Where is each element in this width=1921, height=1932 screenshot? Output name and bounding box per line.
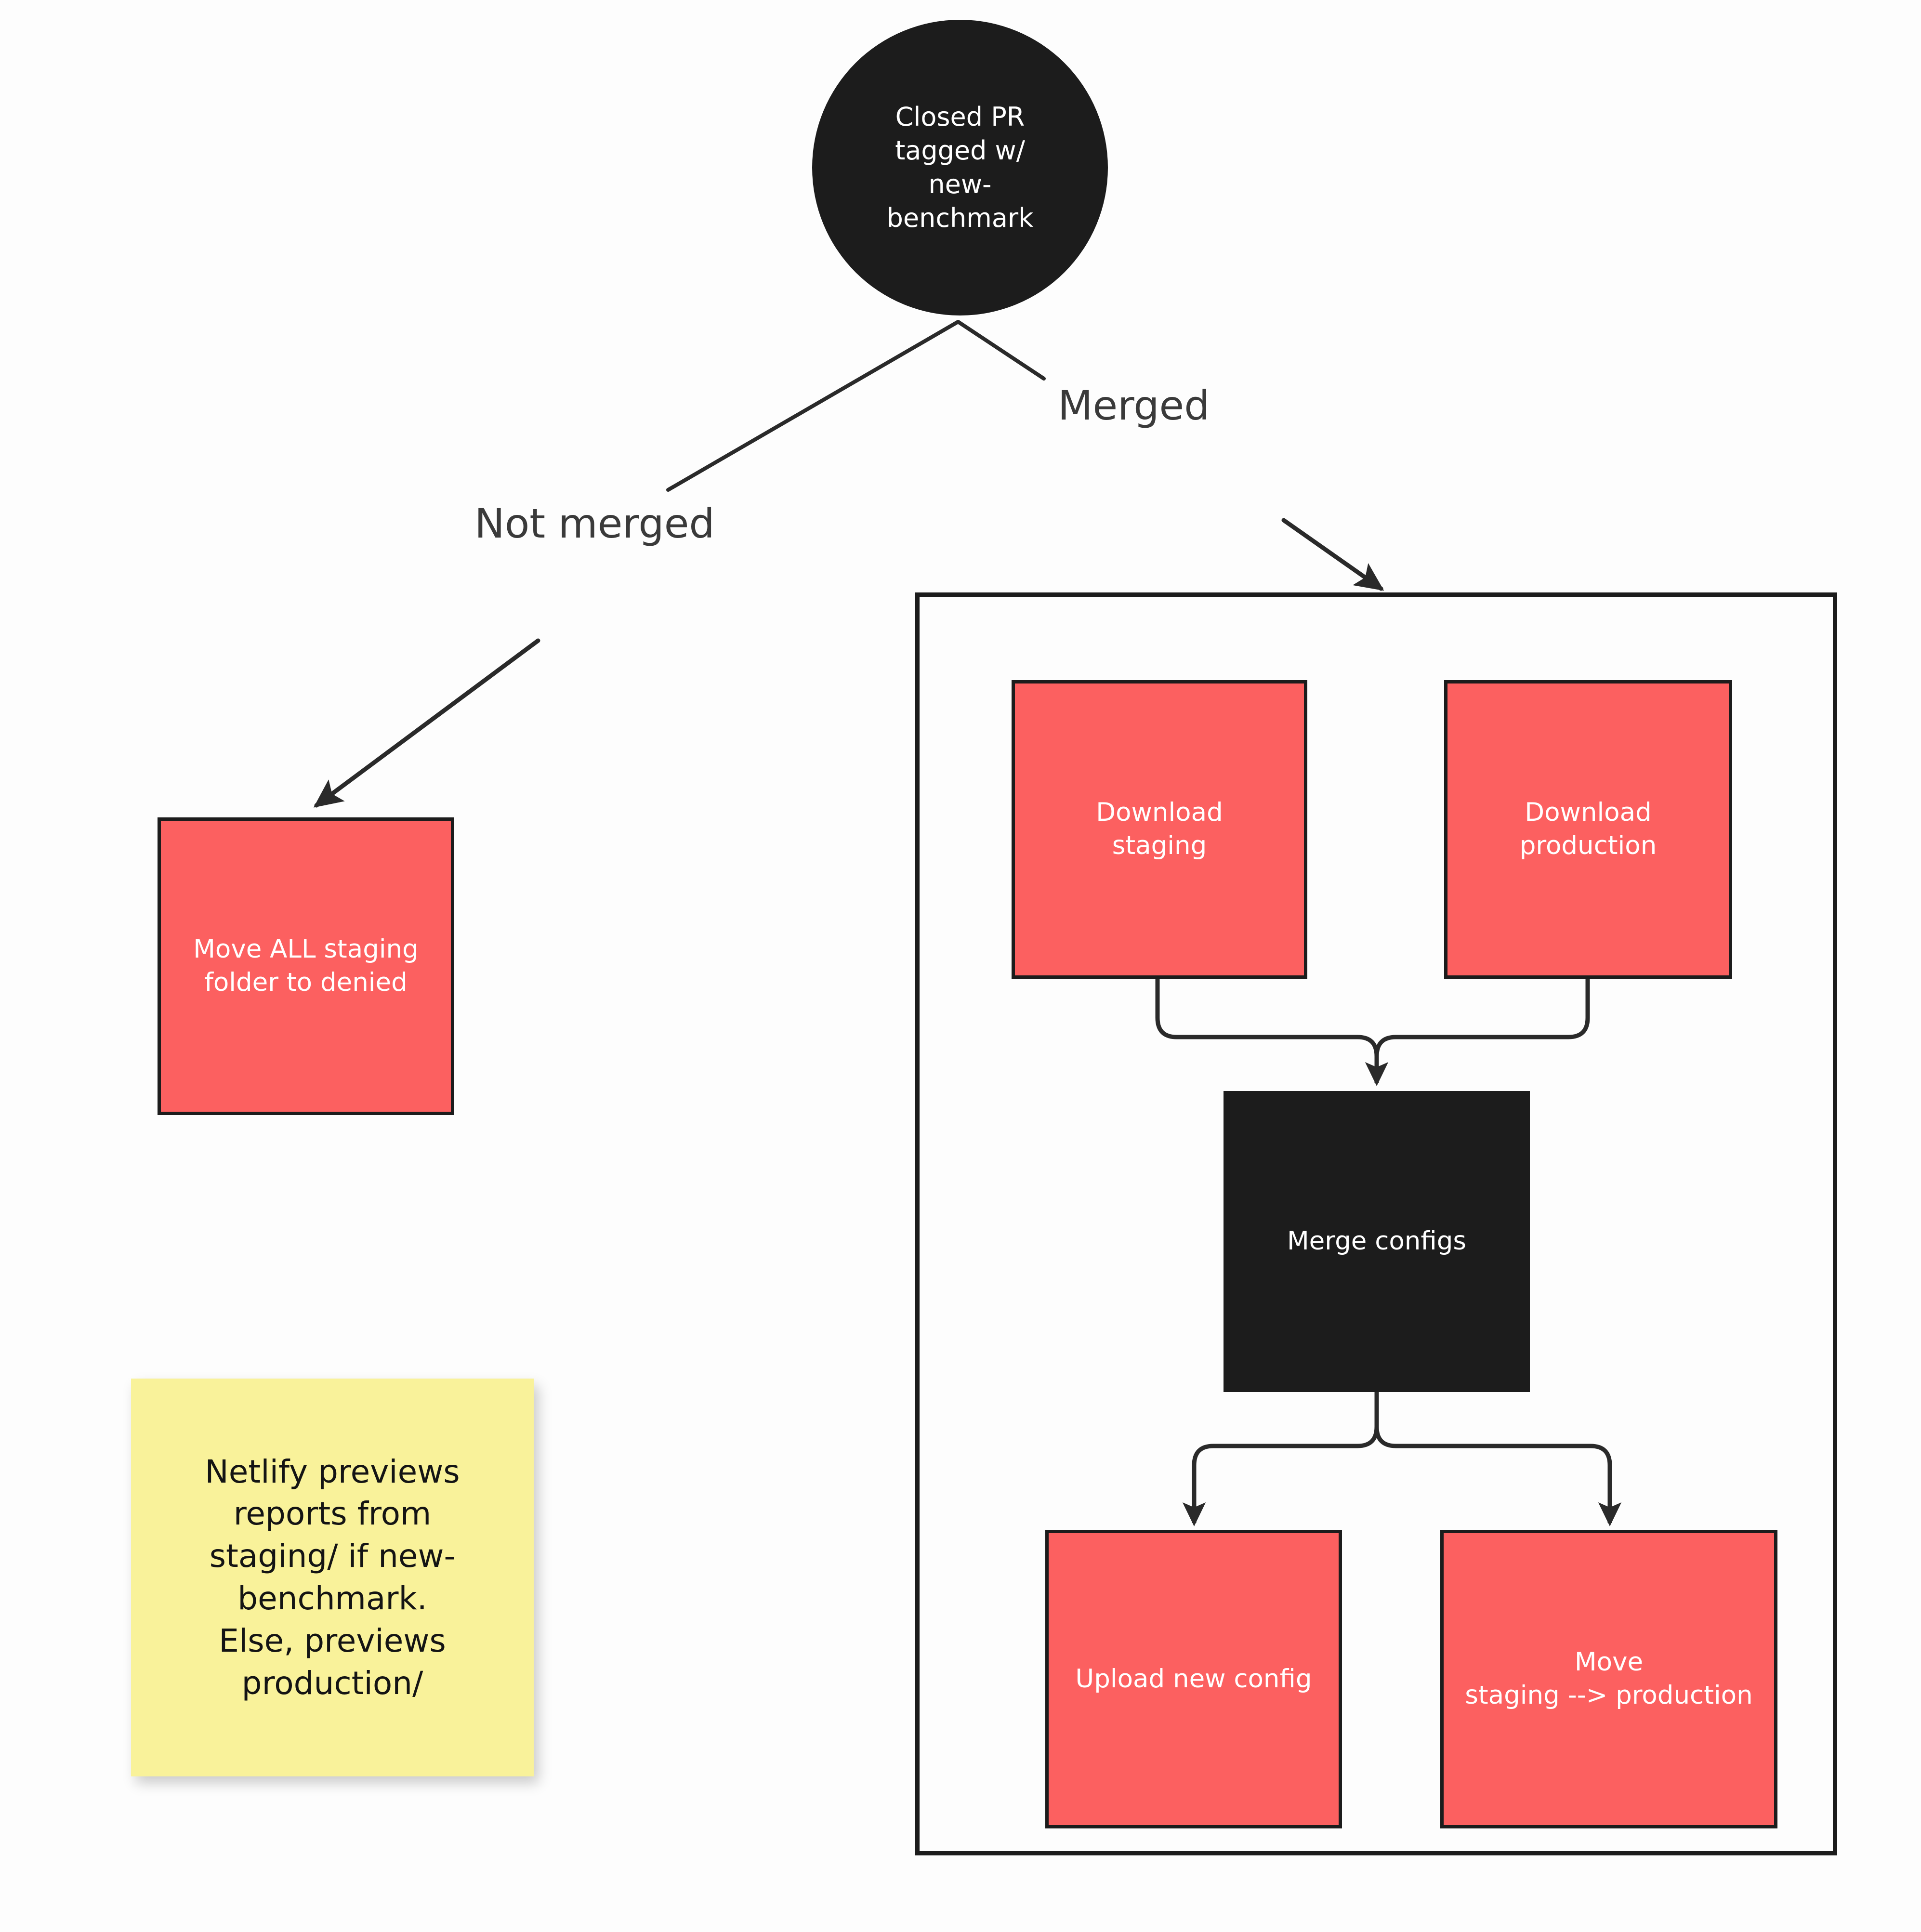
edge-label-merged: Merged	[1058, 382, 1210, 429]
sticky-note-text: Netlify previews reports from staging/ i…	[205, 1453, 460, 1702]
group-merged-pipeline	[915, 592, 1837, 1855]
node-download-staging[interactable]: Download staging	[1012, 680, 1307, 979]
node-move-staging-to-production[interactable]: Move staging --> production	[1440, 1530, 1777, 1828]
node-label: Download staging	[1096, 798, 1223, 860]
node-label: Download production	[1519, 798, 1657, 860]
edge-circle-to-not-merged-leg	[666, 320, 960, 492]
edge-label-not-merged: Not merged	[474, 500, 715, 547]
edge-to-move-all-staging	[313, 638, 540, 808]
node-label: Move ALL staging folder to denied	[193, 934, 419, 997]
node-label: Closed PR tagged w/ new- benchmark	[886, 101, 1034, 234]
node-upload-new-config[interactable]: Upload new config	[1045, 1530, 1342, 1828]
node-label: Merge configs	[1287, 1226, 1467, 1256]
node-label: Upload new config	[1075, 1664, 1312, 1694]
edge-circle-to-merged-leg	[956, 320, 1046, 381]
node-closed-pr-tagged-new-benchmark[interactable]: Closed PR tagged w/ new- benchmark	[812, 20, 1108, 315]
node-label: Move staging --> production	[1465, 1647, 1753, 1710]
sticky-note-netlify-previews[interactable]: Netlify previews reports from staging/ i…	[131, 1379, 534, 1776]
node-download-production[interactable]: Download production	[1444, 680, 1732, 979]
node-move-all-staging-folder-to-denied[interactable]: Move ALL staging folder to denied	[158, 817, 454, 1115]
node-merge-configs[interactable]: Merge configs	[1224, 1091, 1530, 1392]
edge-to-merged-group	[1281, 518, 1384, 591]
